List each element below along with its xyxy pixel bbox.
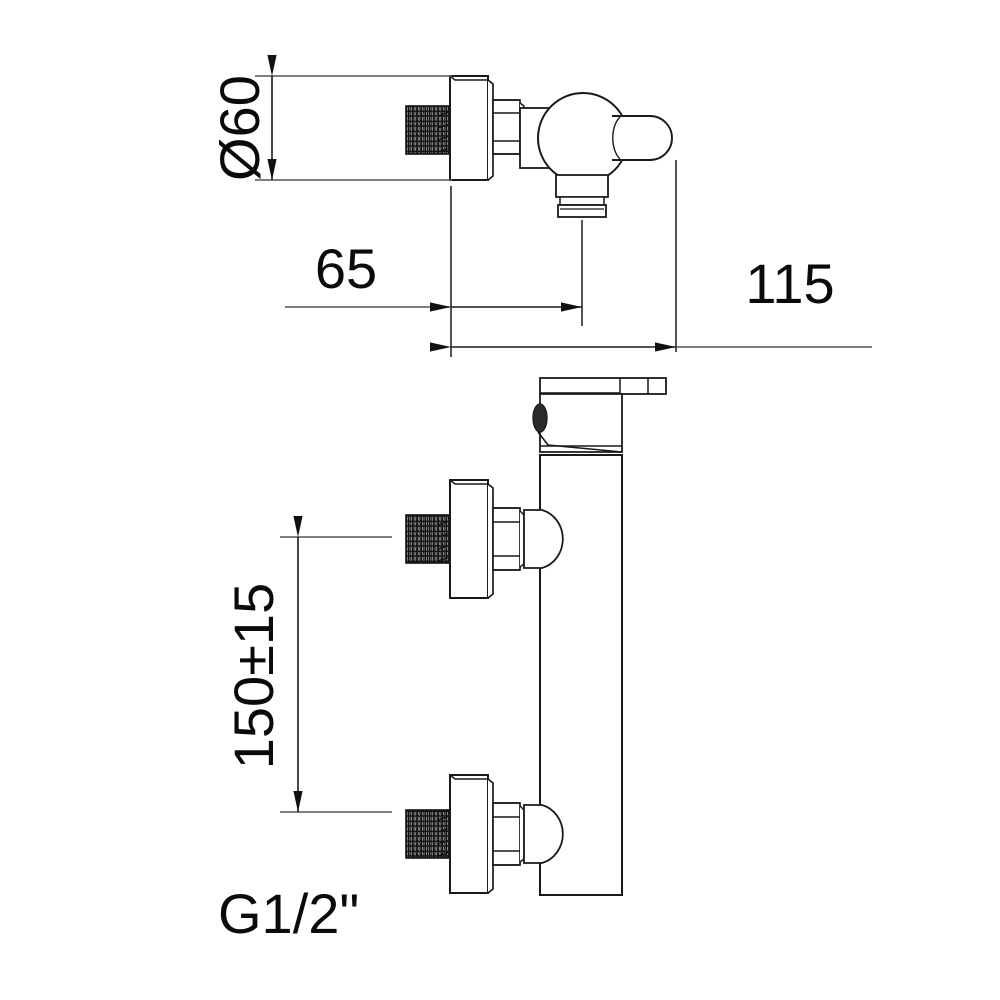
dimension-label-depth-115: 115 (745, 252, 834, 315)
lower-inlet-thread-nipple (405, 809, 451, 859)
front-view-upper-inlet (405, 479, 564, 599)
lower-inlet-hex-nut (492, 802, 521, 866)
upper-inlet-dome-cap (523, 509, 564, 569)
lower-inlet-escutcheon (449, 774, 489, 894)
annotation-thread-size: G1/2" (218, 882, 359, 945)
top-view-lever-handle (612, 115, 673, 161)
top-view-outlet-connector (555, 174, 609, 218)
upper-inlet-thread-nipple (405, 514, 451, 564)
top-view-hex-collar (492, 99, 525, 155)
top-view-thread-nipple (405, 105, 451, 155)
front-view-lever-arm (539, 377, 667, 396)
top-view-escutcheon-plate (449, 75, 494, 181)
dimension-depth-65: 65 (285, 237, 582, 312)
dimension-centres-150: 150±15 (222, 516, 392, 813)
front-view-lower-inlet (405, 774, 564, 894)
dimension-label-depth-65: 65 (315, 237, 377, 300)
front-view-lever-hub (532, 393, 623, 453)
front-view-body (539, 454, 623, 896)
upper-inlet-escutcheon (449, 479, 489, 599)
top-view-geometry (405, 75, 673, 218)
dimension-label-diameter-60: Ø60 (208, 75, 271, 181)
dimension-label-centres-150: 150±15 (222, 583, 285, 769)
dimension-depth-115: 115 (430, 252, 872, 352)
top-view-extension-lines (450, 160, 677, 357)
lower-inlet-dome-cap (523, 804, 564, 864)
front-view-geometry (405, 377, 667, 896)
dimension-diameter-60: Ø60 (208, 55, 452, 181)
upper-inlet-hex-nut (492, 507, 521, 571)
